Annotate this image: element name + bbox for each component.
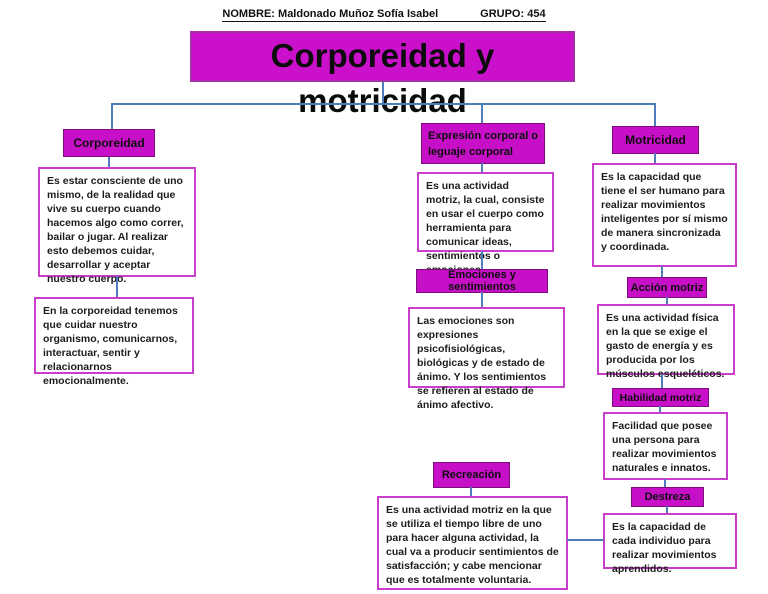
textbox-expresion: Es una actividad motriz, la cual, consis… xyxy=(417,172,554,276)
connector-habilidad-1 xyxy=(659,406,661,413)
connector-expresion-2 xyxy=(481,251,483,270)
connector-emociones xyxy=(481,292,483,308)
connector-drop-right xyxy=(654,104,656,126)
node-emociones-header: Emociones y sentimientos xyxy=(416,269,548,293)
connector-corporeidad-1 xyxy=(108,157,110,168)
header-underline-group: NOMBRE: Maldonado Muñoz Sofía Isabel GRUP… xyxy=(222,8,546,22)
textbox-corporeidad-2: En la corporeidad tenemos que cuidar nue… xyxy=(34,297,194,387)
connector-motricidad-1 xyxy=(654,153,656,164)
connector-title-stem xyxy=(382,82,384,104)
connector-recreacion-destreza xyxy=(567,539,604,541)
document-header: NOMBRE: Maldonado Muñoz Sofía Isabel GRUP… xyxy=(0,8,768,22)
connector-motricidad-2 xyxy=(661,266,663,278)
connector-habilidad-2 xyxy=(664,479,666,488)
node-expresion-header: Expresión corporal o leguaje corporal xyxy=(421,123,545,164)
node-motricidad-header: Motricidad xyxy=(612,126,699,154)
node-accion-motriz-header: Acción motriz xyxy=(627,277,707,298)
connector-drop-center xyxy=(481,104,483,124)
textbox-emociones: Las emociones son expresiones psicofisio… xyxy=(408,307,565,411)
node-recreacion-header: Recreación xyxy=(433,462,510,488)
textbox-recreacion: Es una actividad motriz en la que se uti… xyxy=(377,496,568,590)
connector-corporeidad-2 xyxy=(116,276,118,298)
node-destreza-header: Destreza xyxy=(631,487,704,507)
group-number: GRUPO: 454 xyxy=(480,8,546,20)
node-corporeidad-header: Corporeidad xyxy=(63,129,155,157)
textbox-corporeidad-1: Es estar consciente de uno mismo, de la … xyxy=(38,167,196,285)
textbox-accion-motriz: Es una actividad física en la que se exi… xyxy=(597,304,735,380)
map-title: Corporeidad y motricidad xyxy=(190,31,575,119)
connector-drop-left xyxy=(111,104,113,129)
connector-branch-bar xyxy=(111,103,656,105)
textbox-habilidad-motriz: Facilidad que posee una persona para rea… xyxy=(603,412,728,480)
connector-accion-1 xyxy=(666,297,668,305)
connector-expresion-1 xyxy=(481,163,483,173)
connector-destreza xyxy=(666,506,668,514)
textbox-motricidad: Es la capacidad que tiene el ser humano … xyxy=(592,163,737,267)
node-habilidad-motriz-header: Habilidad motriz xyxy=(612,388,709,407)
connector-recreacion xyxy=(470,487,472,497)
connector-accion-2 xyxy=(661,374,663,389)
textbox-destreza: Es la capacidad de cada individuo para r… xyxy=(603,513,737,575)
student-name: NOMBRE: Maldonado Muñoz Sofía Isabel xyxy=(222,8,439,20)
